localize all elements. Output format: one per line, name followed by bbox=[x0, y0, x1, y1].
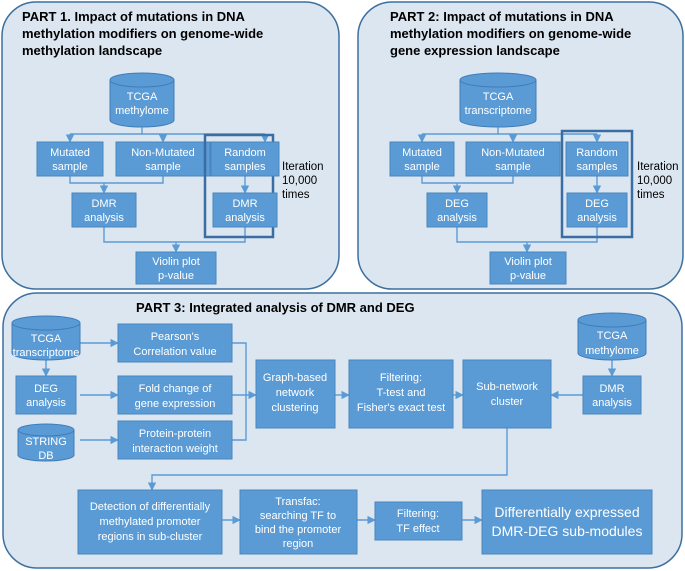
part3-transfac-search bbox=[239, 489, 358, 555]
part2-random-samples bbox=[565, 141, 629, 177]
part2-iteration-label: Iteration 10,000 times bbox=[637, 161, 682, 201]
part3-dmr-analysis bbox=[582, 375, 642, 415]
part3-title: PART 3: Integrated analysis of DMR and D… bbox=[136, 300, 415, 315]
part3-graph-clustering bbox=[255, 359, 336, 429]
part3-detection-dmr-promoter bbox=[77, 489, 223, 555]
part3-deg-analysis bbox=[15, 375, 77, 415]
svg-text:Filtering:TF effect: Filtering:TF effect bbox=[396, 508, 439, 535]
part3-subnetwork-cluster bbox=[462, 359, 552, 429]
part3-pearson-correlation bbox=[117, 323, 233, 363]
part2-mutated-sample bbox=[389, 141, 455, 177]
part1-nonmutated-sample bbox=[115, 141, 211, 177]
part2-nonmutated-sample bbox=[465, 141, 561, 177]
part1-iteration-frame bbox=[203, 133, 275, 239]
part3-connectors bbox=[41, 338, 617, 525]
part1-iteration-label: Iteration 10,000 times bbox=[282, 161, 327, 201]
part1-mutated-sample bbox=[36, 141, 104, 177]
part3-filtering-tf-effect bbox=[374, 501, 463, 541]
part1-title: PART 1. Impact of mutations in DNA methy… bbox=[22, 9, 267, 58]
part1-random-samples bbox=[210, 141, 280, 177]
part1-violin-plot bbox=[135, 251, 217, 285]
part2-connectors bbox=[417, 127, 602, 253]
part1-dmr-analysis-left bbox=[71, 192, 137, 228]
part1-dmr-analysis-right bbox=[212, 192, 278, 228]
part2-deg-analysis-left bbox=[426, 192, 488, 228]
part3-protein-interaction-weight bbox=[117, 420, 233, 460]
part3-result-submodules bbox=[481, 489, 653, 555]
part2-title: PART 2: Impact of mutations in DNA methy… bbox=[390, 9, 635, 58]
part3-fold-change bbox=[117, 375, 233, 415]
part2-violin-plot bbox=[489, 251, 567, 285]
part2-deg-analysis-right bbox=[566, 192, 628, 228]
part3-filtering-ttest bbox=[348, 359, 454, 429]
part2-iteration-frame bbox=[560, 129, 634, 239]
